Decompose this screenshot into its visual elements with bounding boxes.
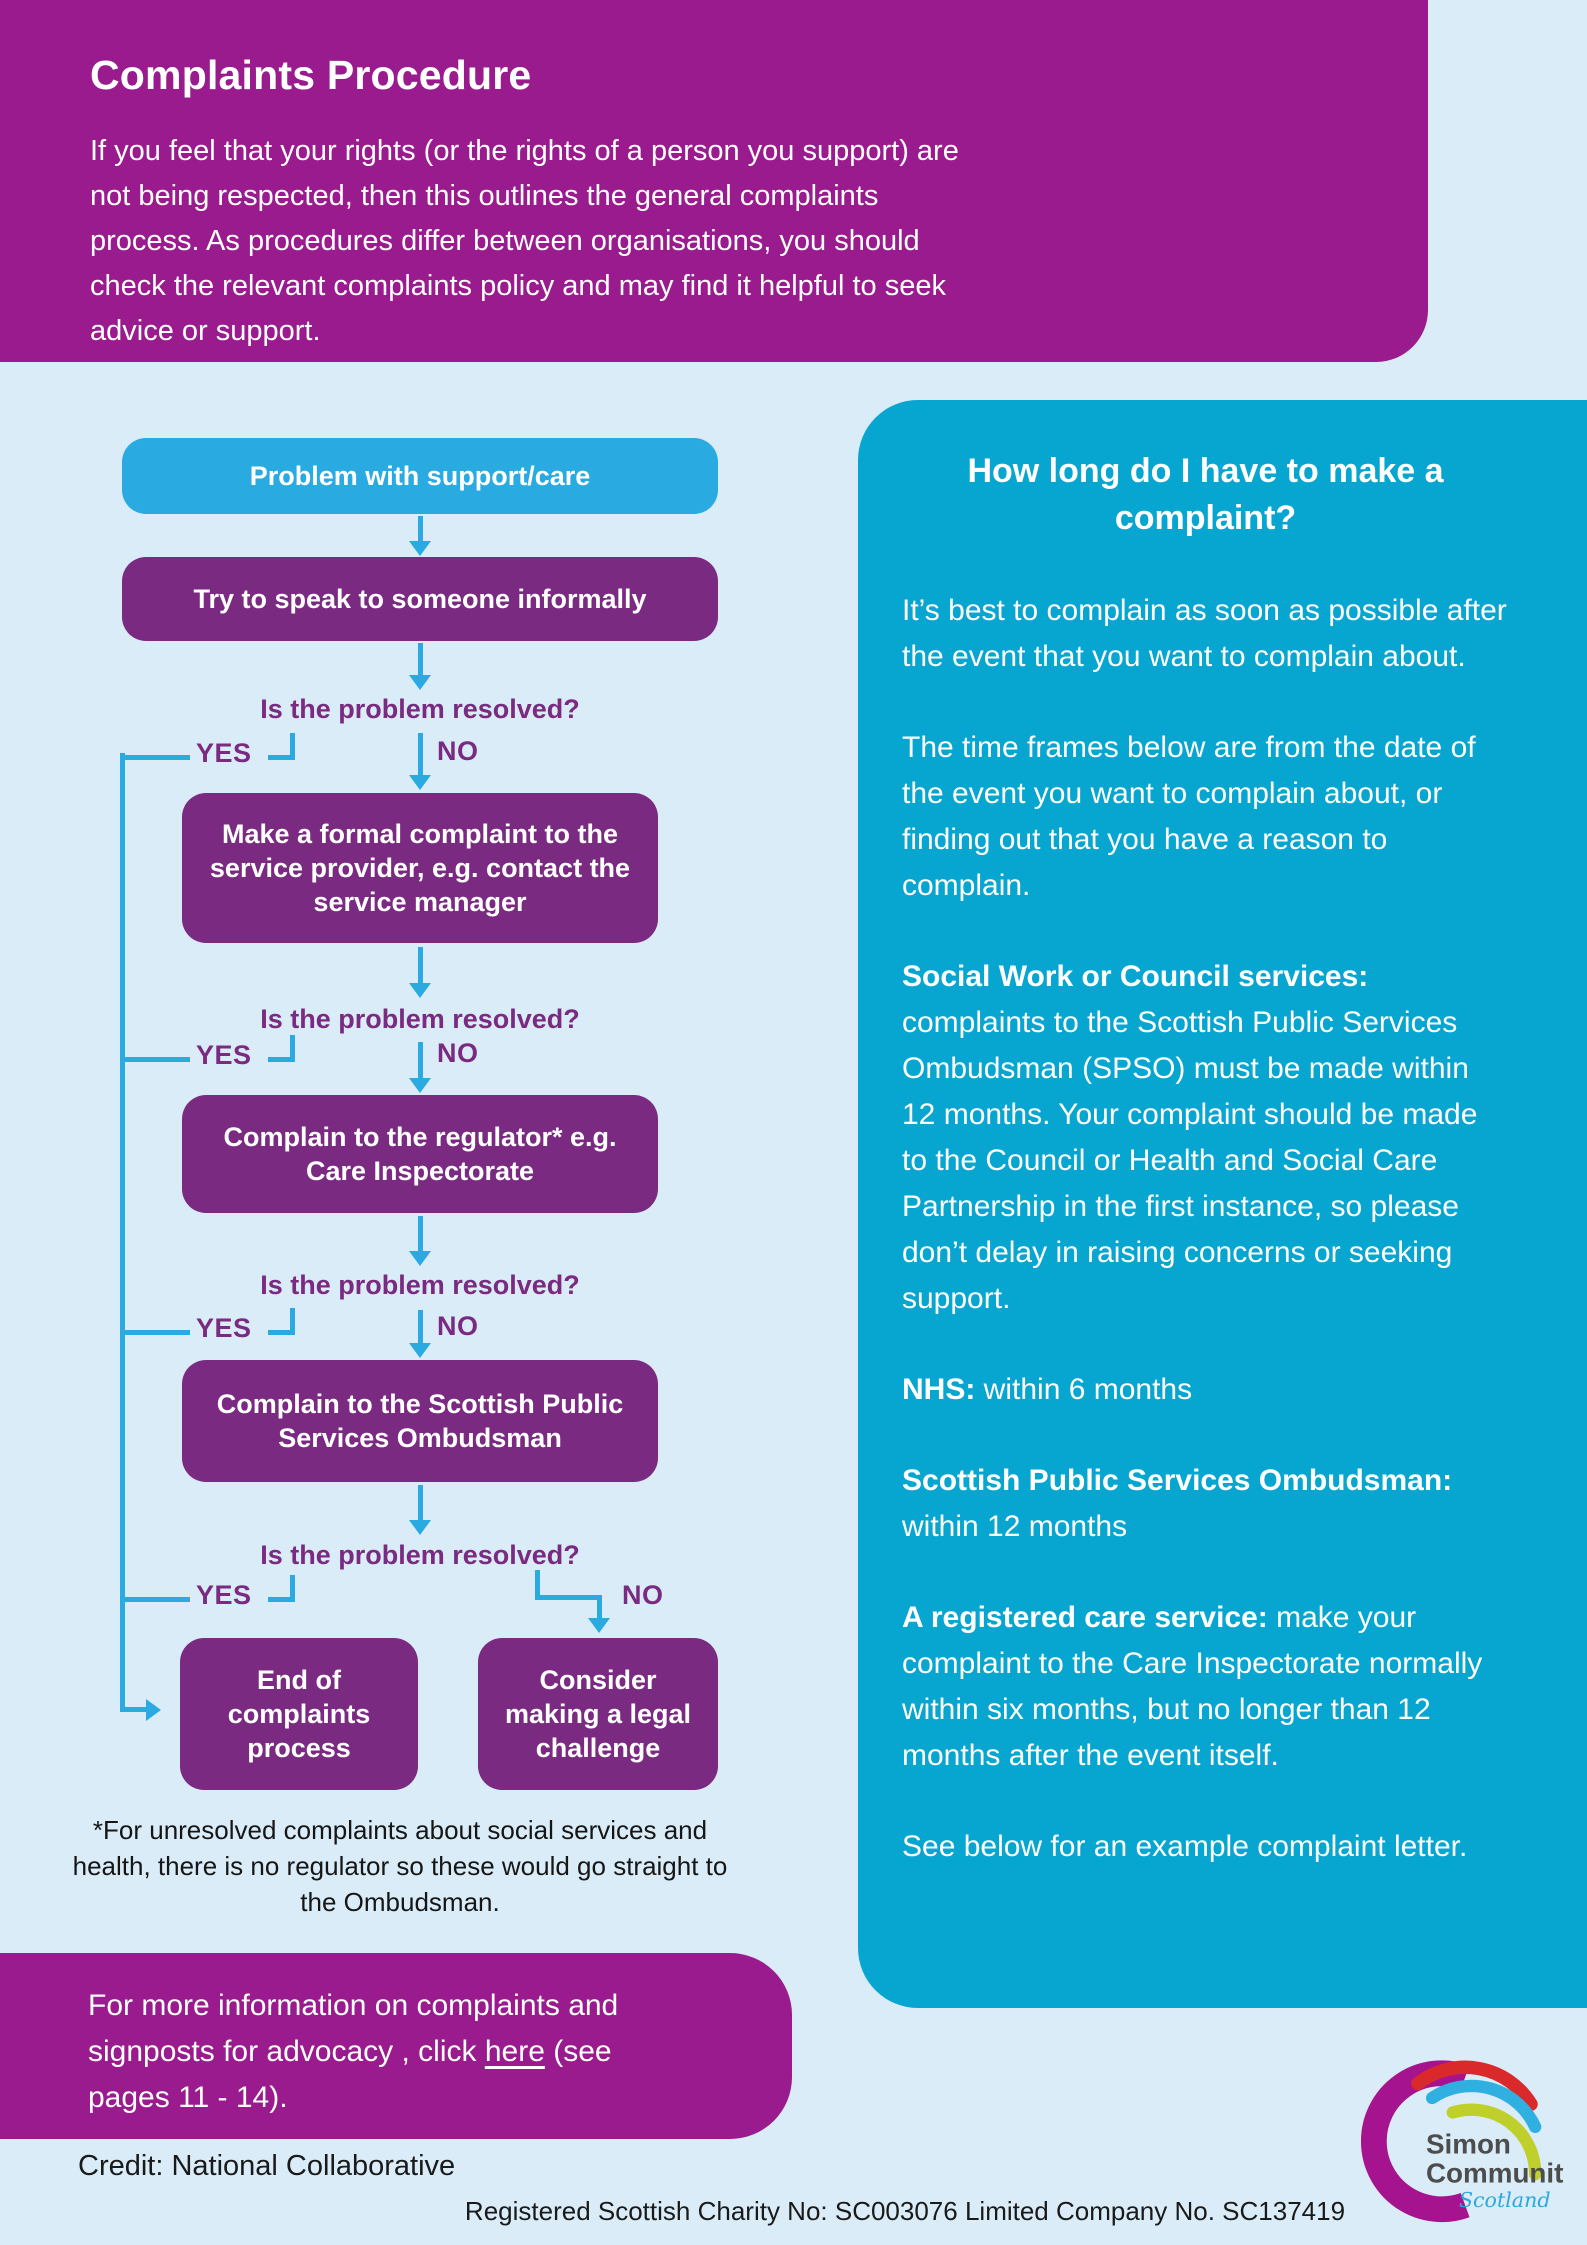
question-label-2: Is the problem resolved? <box>260 1004 580 1034</box>
flow-arrowhead <box>409 1520 431 1535</box>
flow-arrow-line <box>418 1216 423 1252</box>
charity-registration-line: Registered Scottish Charity No: SC003076… <box>464 2196 1346 2226</box>
simon-community-logo: Simon Community Scotland <box>1361 2060 1564 2223</box>
yes-line <box>120 1330 190 1335</box>
logo-text-simon: Simon <box>1426 2129 1511 2160</box>
yes-trunk-line <box>120 753 125 1712</box>
logo-text-community: Community <box>1426 2157 1564 2188</box>
yes-label-2: YES <box>196 1040 252 1070</box>
flow-arrow-line <box>418 1485 423 1521</box>
header-intro: If you feel that your rights (or the rig… <box>90 135 959 347</box>
yes-line <box>290 733 295 760</box>
credit-line: Credit: National Collaborative <box>78 2150 456 2182</box>
header-banner: Complaints Procedure If you feel that yo… <box>0 0 1428 362</box>
logo-cyan-arc <box>1425 2079 1542 2133</box>
flow-arrow-line-no <box>418 1042 423 1080</box>
yes-label-4: YES <box>196 1580 252 1610</box>
yes-line <box>120 1057 190 1062</box>
flow-arrowhead <box>409 983 431 998</box>
flow-arrowhead <box>409 541 431 556</box>
question-label-1: Is the problem resolved? <box>260 694 580 724</box>
no-label-1: NO <box>437 736 479 766</box>
panel-paragraph: Scottish Public Services Ombudsman: with… <box>902 1464 1453 1543</box>
flow-arrow-line-no <box>418 1310 423 1345</box>
flow-box-end-process: End of complaints process <box>180 1638 418 1790</box>
flow-arrow-line-no <box>418 733 423 777</box>
flow-box-ombudsman: Complain to the Scottish Public Services… <box>182 1360 658 1482</box>
yes-line <box>120 755 190 760</box>
panel-paragraph: NHS: within 6 months <box>902 1373 1193 1406</box>
yes-line <box>290 1575 295 1602</box>
page-title: Complaints Procedure <box>90 52 532 98</box>
no-line <box>597 1595 602 1620</box>
question-label-3: Is the problem resolved? <box>260 1270 580 1300</box>
flow-arrowhead <box>409 1078 431 1093</box>
logo-text-scotland: Scotland <box>1459 2188 1551 2212</box>
yes-line <box>120 1597 190 1602</box>
flow-arrow-line <box>418 516 423 542</box>
flow-box-informal: Try to speak to someone informally <box>122 557 718 641</box>
flow-box-regulator: Complain to the regulator* e.g. Care Ins… <box>182 1095 658 1213</box>
flow-box-formal-complaint: Make a formal complaint to the service p… <box>182 793 658 943</box>
yes-label-3: YES <box>196 1313 252 1343</box>
flow-arrowhead-right <box>146 1699 161 1721</box>
flow-arrowhead <box>409 775 431 790</box>
logo-green-arc <box>1446 2103 1542 2181</box>
timeline-panel: How long do I have to make a complaint? … <box>858 400 1587 2008</box>
question-label-4: Is the problem resolved? <box>260 1540 580 1570</box>
panel-paragraph: It’s best to complain as soon as possibl… <box>902 594 1507 673</box>
no-label-4: NO <box>622 1580 664 1610</box>
panel-paragraph: See below for an example complaint lette… <box>902 1830 1468 1863</box>
no-label-3: NO <box>437 1311 479 1341</box>
panel-title: How long do I have to make a complaint? <box>967 452 1444 537</box>
flow-arrowhead <box>409 1343 431 1358</box>
flow-arrowhead <box>588 1618 610 1633</box>
yes-line <box>268 1330 295 1335</box>
flow-arrowhead <box>409 675 431 690</box>
flow-arrow-line <box>418 643 423 676</box>
yes-line <box>268 755 295 760</box>
more-info-box: For more information on complaints and s… <box>0 1953 792 2139</box>
flow-arrow-line <box>418 947 423 984</box>
panel-paragraph: A registered care service: make your com… <box>902 1601 1483 1772</box>
flow-box-legal-challenge: Consider making a legal challenge <box>478 1638 718 1790</box>
yes-line <box>290 1308 295 1335</box>
flow-arrowhead <box>409 1251 431 1266</box>
panel-paragraph: Social Work or Council services: complai… <box>902 960 1478 1315</box>
logo-red-arc <box>1411 2060 1538 2111</box>
yes-line <box>290 1035 295 1062</box>
info-here-link[interactable]: here <box>484 2035 545 2068</box>
no-line <box>535 1570 540 1600</box>
flowchart-footnote: *For unresolved complaints about social … <box>72 1815 728 1917</box>
yes-trunk-line <box>120 1707 146 1712</box>
yes-line <box>268 1597 295 1602</box>
yes-line <box>268 1057 295 1062</box>
panel-paragraph: The time frames below are from the date … <box>902 731 1476 902</box>
no-line <box>535 1595 602 1600</box>
no-label-2: NO <box>437 1038 479 1068</box>
yes-label-1: YES <box>196 738 252 768</box>
flow-box-problem: Problem with support/care <box>122 438 718 514</box>
